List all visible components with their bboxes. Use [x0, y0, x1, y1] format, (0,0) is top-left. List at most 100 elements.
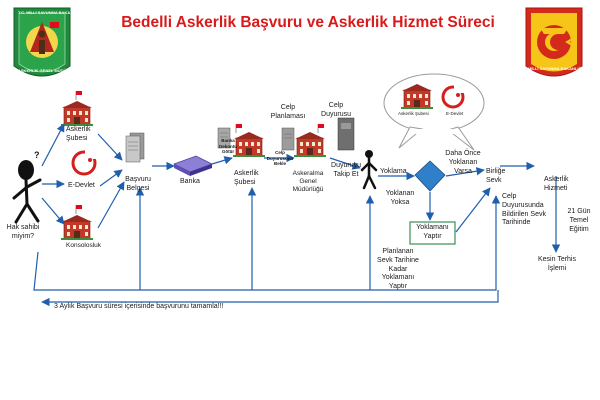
left-emblem-graphic	[13, 7, 71, 77]
celp-duyurusu-line2: Duyurusu	[321, 110, 351, 118]
egitim-line1: 21 Gün	[567, 208, 591, 215]
document-stack-icon	[125, 132, 145, 163]
planlanan-sevk-label: Planlanan Sevk Tarihine Kadar Yoklamanı …	[372, 248, 424, 292]
askerlik-subesi-building-icon	[60, 100, 94, 127]
temel-egitim-label: 21 Gün Temel Eğitim	[562, 208, 596, 234]
planlanan-line1: Planlanan	[382, 248, 414, 255]
askerlik-hizmeti-line1: Askerlik	[544, 176, 569, 183]
celp-duyurusunda-line1: Celp	[502, 193, 517, 200]
person-figure	[12, 160, 42, 224]
celp-planlamasi-line1: Celp	[280, 104, 296, 111]
birlige-sevk-line2: Sevk	[486, 176, 502, 184]
walking-man-icon	[360, 150, 378, 190]
banka-note-line3: Götür	[221, 149, 235, 155]
flow-arrows	[33, 123, 561, 307]
askerlik-subesi-2-line1: Askerlik	[234, 170, 259, 177]
celp-planlamasi-document-icon	[281, 127, 295, 151]
konsolosluk-building-icon	[60, 214, 94, 241]
daha-once-label: Daha Önce Yoklanan Varsa	[438, 150, 488, 176]
basvuru-belgesi-label: Başvuru Belgesi	[118, 176, 158, 194]
kesin-terhis-line2: İşlemi	[547, 264, 567, 272]
askerlik-hizmeti-line2: Hizmeti	[544, 184, 568, 192]
askerlik-subesi-2-line2: Şubesi	[234, 178, 256, 186]
agm-line1: Askeralma	[292, 170, 324, 177]
yoklamani-yaptir-line1: Yoklamanı	[416, 224, 449, 231]
decision-diamond	[414, 160, 446, 192]
agm-line2: Genel	[299, 178, 317, 186]
daha-once-line1: Daha Önce	[445, 150, 481, 157]
celp-bekle-line1: Celp	[275, 150, 285, 155]
basvuru-belgesi-line1: Başvuru	[125, 176, 151, 183]
egitim-line3: Eğitim	[569, 225, 589, 233]
flag-icon	[75, 204, 83, 215]
duyuruyu-line1: Duyuruyu	[331, 162, 361, 169]
right-emblem-text: MİLLİ SAVUNMA BAKANLIĞI	[528, 66, 583, 71]
banka-dekontu-note: Banka Dekontu Götür	[214, 138, 242, 155]
person-label: Hak sahibi miyim?	[2, 224, 44, 242]
basvuru-belgesi-line2: Belgesi	[126, 184, 150, 192]
footer-note: 3 Aylık Başvuru süresi içerisinde başvur…	[54, 303, 224, 310]
egitim-line2: Temel	[569, 216, 589, 224]
edevlet-label: E-Devlet	[68, 182, 95, 189]
yoklanan-yoksa-line1: Yoklanan	[385, 190, 415, 197]
askerlik-subesi-2-label: Askerlik Şubesi	[234, 170, 259, 188]
askerlik-subesi-label: Askerlik Şubesi	[66, 126, 91, 144]
page-title: Bedelli Askerlik Başvuru ve Askerlik Hiz…	[121, 14, 495, 31]
daha-once-line3: Varsa	[454, 167, 472, 175]
celp-duyurusunda-line2: Duyurusunda	[502, 201, 544, 209]
planlanan-line3: Kadar	[388, 265, 408, 273]
celp-bekle-note: Celp Duyurusunu Bekle	[262, 150, 298, 167]
flag-icon	[235, 123, 243, 134]
banka-note-line2: Dekontu	[219, 143, 237, 149]
question-mark: ?	[34, 150, 40, 160]
yoklamani-yaptir-line2: Yaptır	[423, 232, 442, 240]
cloud-edevlet-label: E-Devlet	[446, 111, 464, 116]
celp-bekle-line3: Bekle	[273, 161, 286, 167]
cloud-askerlik-subesi-label: Askerlik Şubesi	[398, 111, 429, 116]
edevlet-icon	[71, 150, 97, 176]
planlanan-line2: Sevk Tarihine	[377, 256, 419, 264]
bank-card-icon	[173, 155, 213, 176]
yoklamani-yaptir-box	[409, 221, 456, 245]
duyuruyu-takip-label: Duyuruyu Takip Et	[326, 162, 366, 180]
flag-icon	[75, 90, 83, 101]
celp-duyurusu-document-icon	[337, 117, 355, 151]
dekont-document-icon	[217, 127, 231, 149]
celp-duyurusunda-line4: Tarihinde	[502, 219, 531, 227]
birlige-sevk-line1: Birliğe	[486, 168, 506, 175]
agm-building-icon	[293, 131, 327, 158]
celp-duyurusu-line1: Celp	[328, 102, 344, 109]
left-emblem-bottom-text: ASKERLİK GENEL MÜDÜRLÜĞÜ	[18, 68, 81, 73]
agm-label: Askeralma Genel Müdürlüğü	[286, 170, 330, 194]
yoklamani-yaptir-label: Yoklamanı Yaptır	[410, 224, 455, 242]
left-emblem-top-text: T.C. MİLLİ SAVUNMA BAKANLIĞI	[18, 10, 81, 15]
agm-line3: Müdürlüğü	[292, 186, 324, 194]
birlige-sevk-label: Birliğe Sevk	[486, 168, 505, 186]
person-label-line2: miyim?	[11, 232, 35, 240]
celp-planlamasi-line2: Planlaması	[270, 112, 306, 120]
right-emblem-graphic	[525, 7, 583, 77]
askerlik-hizmeti-label: Askerlik Hizmeti	[544, 176, 569, 194]
kesin-terhis-line1: Kesin Terhis	[537, 256, 576, 263]
planlanan-line4: Yoklamanı	[381, 274, 415, 282]
yoklanan-yoksa-label: Yoklanan Yoksa	[380, 190, 420, 208]
askerlik-subesi-line2: Şubesi	[66, 134, 88, 142]
duyuruyu-line2: Takip Et	[333, 170, 359, 178]
yoklanan-yoksa-line2: Yoksa	[390, 198, 410, 206]
celp-duyurusunda-line3: Bildirilen Sevk	[502, 210, 546, 218]
cloud-edevlet-icon	[441, 85, 465, 109]
banka-note-line1: Banka	[221, 138, 235, 143]
askerlik-subesi-line1: Askerlik	[66, 126, 91, 133]
yoklama-label: Yoklama	[380, 168, 407, 175]
flag-icon	[317, 123, 325, 134]
kesin-terhis-label: Kesin Terhis İşlemi	[530, 256, 584, 274]
planlanan-line5: Yaptır	[388, 283, 408, 290]
person-label-line1: Hak sahibi	[6, 224, 40, 231]
celp-duyurusu-label: Celp Duyurusu	[314, 102, 358, 120]
celp-duyurusunda-label: Celp Duyurusunda Bildirilen Sevk Tarihin…	[502, 193, 546, 228]
celp-planlamasi-label: Celp Planlaması	[266, 104, 310, 122]
daha-once-line2: Yoklanan	[448, 158, 478, 166]
konsolosluk-label: Konsolosluk	[66, 242, 102, 249]
